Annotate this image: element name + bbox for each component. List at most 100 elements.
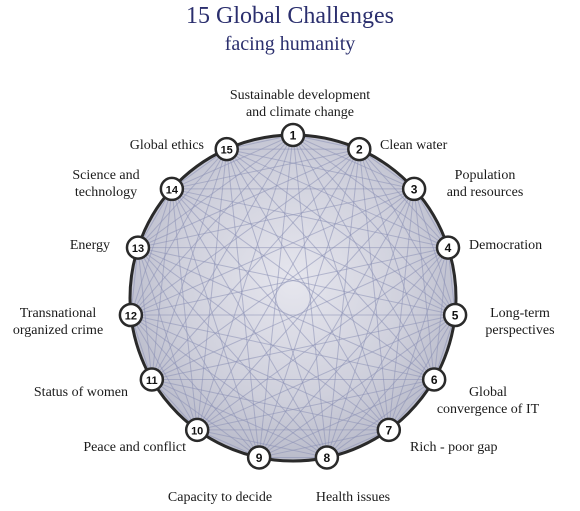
node-6: 6 <box>421 367 447 392</box>
node-circle-7 <box>376 417 402 443</box>
link-9-15 <box>226 149 260 458</box>
link-8-15 <box>226 148 328 458</box>
link-4-8 <box>326 247 449 458</box>
link-4-10 <box>196 247 449 431</box>
node-9: 9 <box>246 445 272 470</box>
link-12-15 <box>130 148 228 316</box>
link-13-15 <box>137 148 228 248</box>
node-5: 5 <box>442 302 468 328</box>
link-3-5 <box>413 188 456 316</box>
node-circle-10 <box>184 417 210 443</box>
link-1-4 <box>292 134 449 249</box>
node-3: 3 <box>401 176 427 202</box>
node-number-11: 11 <box>146 375 158 387</box>
label-8: Health issues <box>315 490 391 505</box>
link-3-8 <box>326 188 415 458</box>
link-3-13 <box>137 188 415 249</box>
link-2-8 <box>326 149 360 458</box>
link-1-14 <box>171 134 294 190</box>
node-circle-15 <box>214 136 239 162</box>
link-8-14 <box>171 188 328 458</box>
link-11-15 <box>151 148 228 380</box>
link-5-15 <box>226 148 456 316</box>
link-5-14 <box>171 188 456 316</box>
label-11: Status of women <box>33 385 128 400</box>
link-7-11 <box>151 379 389 431</box>
label-7: Rich - poor gap <box>410 440 498 455</box>
link-11-14 <box>151 188 173 380</box>
link-6-12 <box>130 314 435 380</box>
node-number-9: 9 <box>256 451 263 465</box>
link-1-7 <box>292 134 390 431</box>
node-circle-3 <box>401 176 427 202</box>
link-3-6 <box>413 188 435 380</box>
link-7-15 <box>226 148 390 431</box>
link-7-12 <box>130 314 390 431</box>
node-13: 13 <box>125 235 151 260</box>
node-number-15: 15 <box>221 145 233 157</box>
link-8-10 <box>197 429 327 458</box>
link-5-9 <box>258 314 456 458</box>
link-4-14 <box>171 188 449 249</box>
label-2: Clean water <box>380 138 448 153</box>
node-circle-11 <box>139 367 165 392</box>
link-12-14 <box>130 188 173 316</box>
link-11-13 <box>137 247 153 380</box>
node-number-3: 3 <box>411 182 418 196</box>
link-8-11 <box>151 379 328 458</box>
label-15: Global ethics <box>129 138 204 153</box>
node-number-14: 14 <box>166 184 179 196</box>
node-number-6: 6 <box>431 373 438 387</box>
node-4: 4 <box>435 235 461 260</box>
node-number-2: 2 <box>356 143 363 157</box>
node-circle-1 <box>280 122 306 148</box>
link-2-7 <box>358 149 390 430</box>
connection-lines <box>130 134 456 458</box>
link-3-7 <box>388 188 415 430</box>
link-2-4 <box>358 148 449 248</box>
link-5-10 <box>196 314 456 431</box>
node-10: 10 <box>184 417 210 443</box>
node-number-8: 8 <box>324 451 331 465</box>
link-7-13 <box>137 247 390 431</box>
diagram-title: 15 Global Challenges <box>186 3 394 29</box>
link-4-7 <box>388 247 449 431</box>
node-1: 1 <box>280 122 306 148</box>
link-4-15 <box>226 148 449 249</box>
link-1-10 <box>196 134 294 431</box>
link-4-6 <box>433 247 449 380</box>
link-7-14 <box>171 188 390 431</box>
node-circle-4 <box>435 235 461 260</box>
node-circle-12 <box>118 302 144 328</box>
node-circle-9 <box>246 445 272 470</box>
link-2-6 <box>358 148 435 380</box>
node-2: 2 <box>347 136 372 162</box>
diagram-subtitle: facing humanity <box>224 33 356 55</box>
link-3-9 <box>258 188 415 458</box>
node-circle-14 <box>159 176 185 202</box>
node-circle-5 <box>442 302 468 328</box>
node-number-12: 12 <box>125 311 137 323</box>
link-1-3 <box>292 134 415 190</box>
node-number-7: 7 <box>385 423 392 437</box>
link-6-14 <box>171 188 435 380</box>
link-10-12 <box>130 314 198 431</box>
label-10: Peace and conflict <box>83 440 186 455</box>
link-3-15 <box>226 148 415 190</box>
link-6-8 <box>326 379 435 458</box>
node-number-10: 10 <box>191 425 203 437</box>
link-3-12 <box>130 188 415 316</box>
link-10-15 <box>196 149 228 430</box>
node-14: 14 <box>159 176 185 202</box>
link-1-13 <box>137 134 294 249</box>
node-11: 11 <box>139 367 165 392</box>
link-2-14 <box>171 148 360 190</box>
node-circle-6 <box>421 367 447 392</box>
